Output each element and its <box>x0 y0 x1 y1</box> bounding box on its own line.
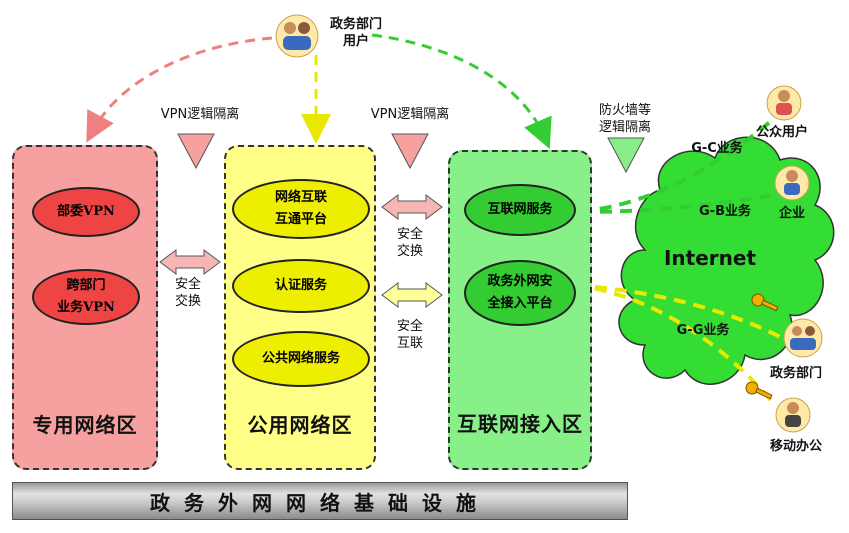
public-user-label: 公众用户 <box>755 125 808 140</box>
public-network-service[interactable]: 公共网络服务 <box>232 331 370 387</box>
infrastructure-bar: 政务外网网络基础设施 <box>12 482 628 520</box>
internet-access-zone-title: 互联网接入区 <box>457 412 583 436</box>
isolation-label-left: VPN逻辑隔离 <box>160 107 240 122</box>
private-network-zone: 部委VPN 跨部门 业务VPN 专用网络区 <box>12 145 158 470</box>
enterprise-label: 企业 <box>778 206 805 221</box>
interconnect-arrow-right-bottom <box>381 282 443 308</box>
gb-link-label: G-B业务 <box>699 204 751 219</box>
key-icon <box>751 293 779 312</box>
isolation-label-middle: VPN逻辑隔离 <box>370 107 450 122</box>
gov-dept-icon <box>783 318 823 358</box>
interconnect-platform-service[interactable]: 网络互联 互通平台 <box>232 179 370 239</box>
gb-link <box>579 190 791 214</box>
isolation-label-right: 防火墙等 逻辑隔离 <box>598 103 651 135</box>
enterprise-icon <box>774 165 810 201</box>
cross-dept-vpn-service[interactable]: 跨部门 业务VPN <box>32 269 140 325</box>
isolation-triangle-right <box>607 137 645 174</box>
top-user-icon <box>275 14 319 58</box>
auth-service[interactable]: 认证服务 <box>232 259 370 313</box>
gc-link-label: G-C业务 <box>691 141 743 156</box>
exchange-label-left: 安全 交换 <box>174 277 201 309</box>
public-network-zone: 网络互联 互通平台 认证服务 公共网络服务 公用网络区 <box>224 145 376 470</box>
infrastructure-label: 政务外网网络基础设施 <box>150 490 490 515</box>
pink-curve-arrow <box>86 36 273 143</box>
exchange-arrow-left <box>159 249 221 275</box>
gc-link <box>579 120 772 214</box>
mobile-office-icon <box>775 397 811 433</box>
secure-access-platform-service[interactable]: 政务外网安 全接入平台 <box>464 260 576 326</box>
internet-service[interactable]: 互联网服务 <box>464 184 576 236</box>
private-zone-title: 专用网络区 <box>32 413 138 437</box>
isolation-triangle-middle <box>391 133 429 170</box>
exchange-arrow-right-top <box>381 194 443 220</box>
internet-cloud <box>618 136 835 385</box>
mobile-link <box>574 283 777 407</box>
gov-dept-label: 政务部门 <box>769 366 822 381</box>
isolation-triangle-left <box>177 133 215 170</box>
gg-link-label: G-G业务 <box>676 323 730 338</box>
ministry-vpn-service[interactable]: 部委VPN <box>32 187 140 237</box>
top-user-label: 政务部门 用户 <box>329 17 382 49</box>
interconnect-label-right-bottom: 安全 互联 <box>396 319 423 351</box>
internet-label: Internet <box>663 246 757 270</box>
public-user-icon <box>766 85 802 121</box>
mobile-office-label: 移动办公 <box>769 439 822 454</box>
public-zone-title: 公用网络区 <box>247 413 353 437</box>
exchange-label-right-top: 安全 交换 <box>396 227 423 259</box>
key-icon-mobile <box>745 381 773 400</box>
gg-link <box>574 283 791 344</box>
green-curve-arrow <box>371 33 552 150</box>
internet-access-zone: 互联网服务 政务外网安 全接入平台 互联网接入区 <box>448 150 592 470</box>
